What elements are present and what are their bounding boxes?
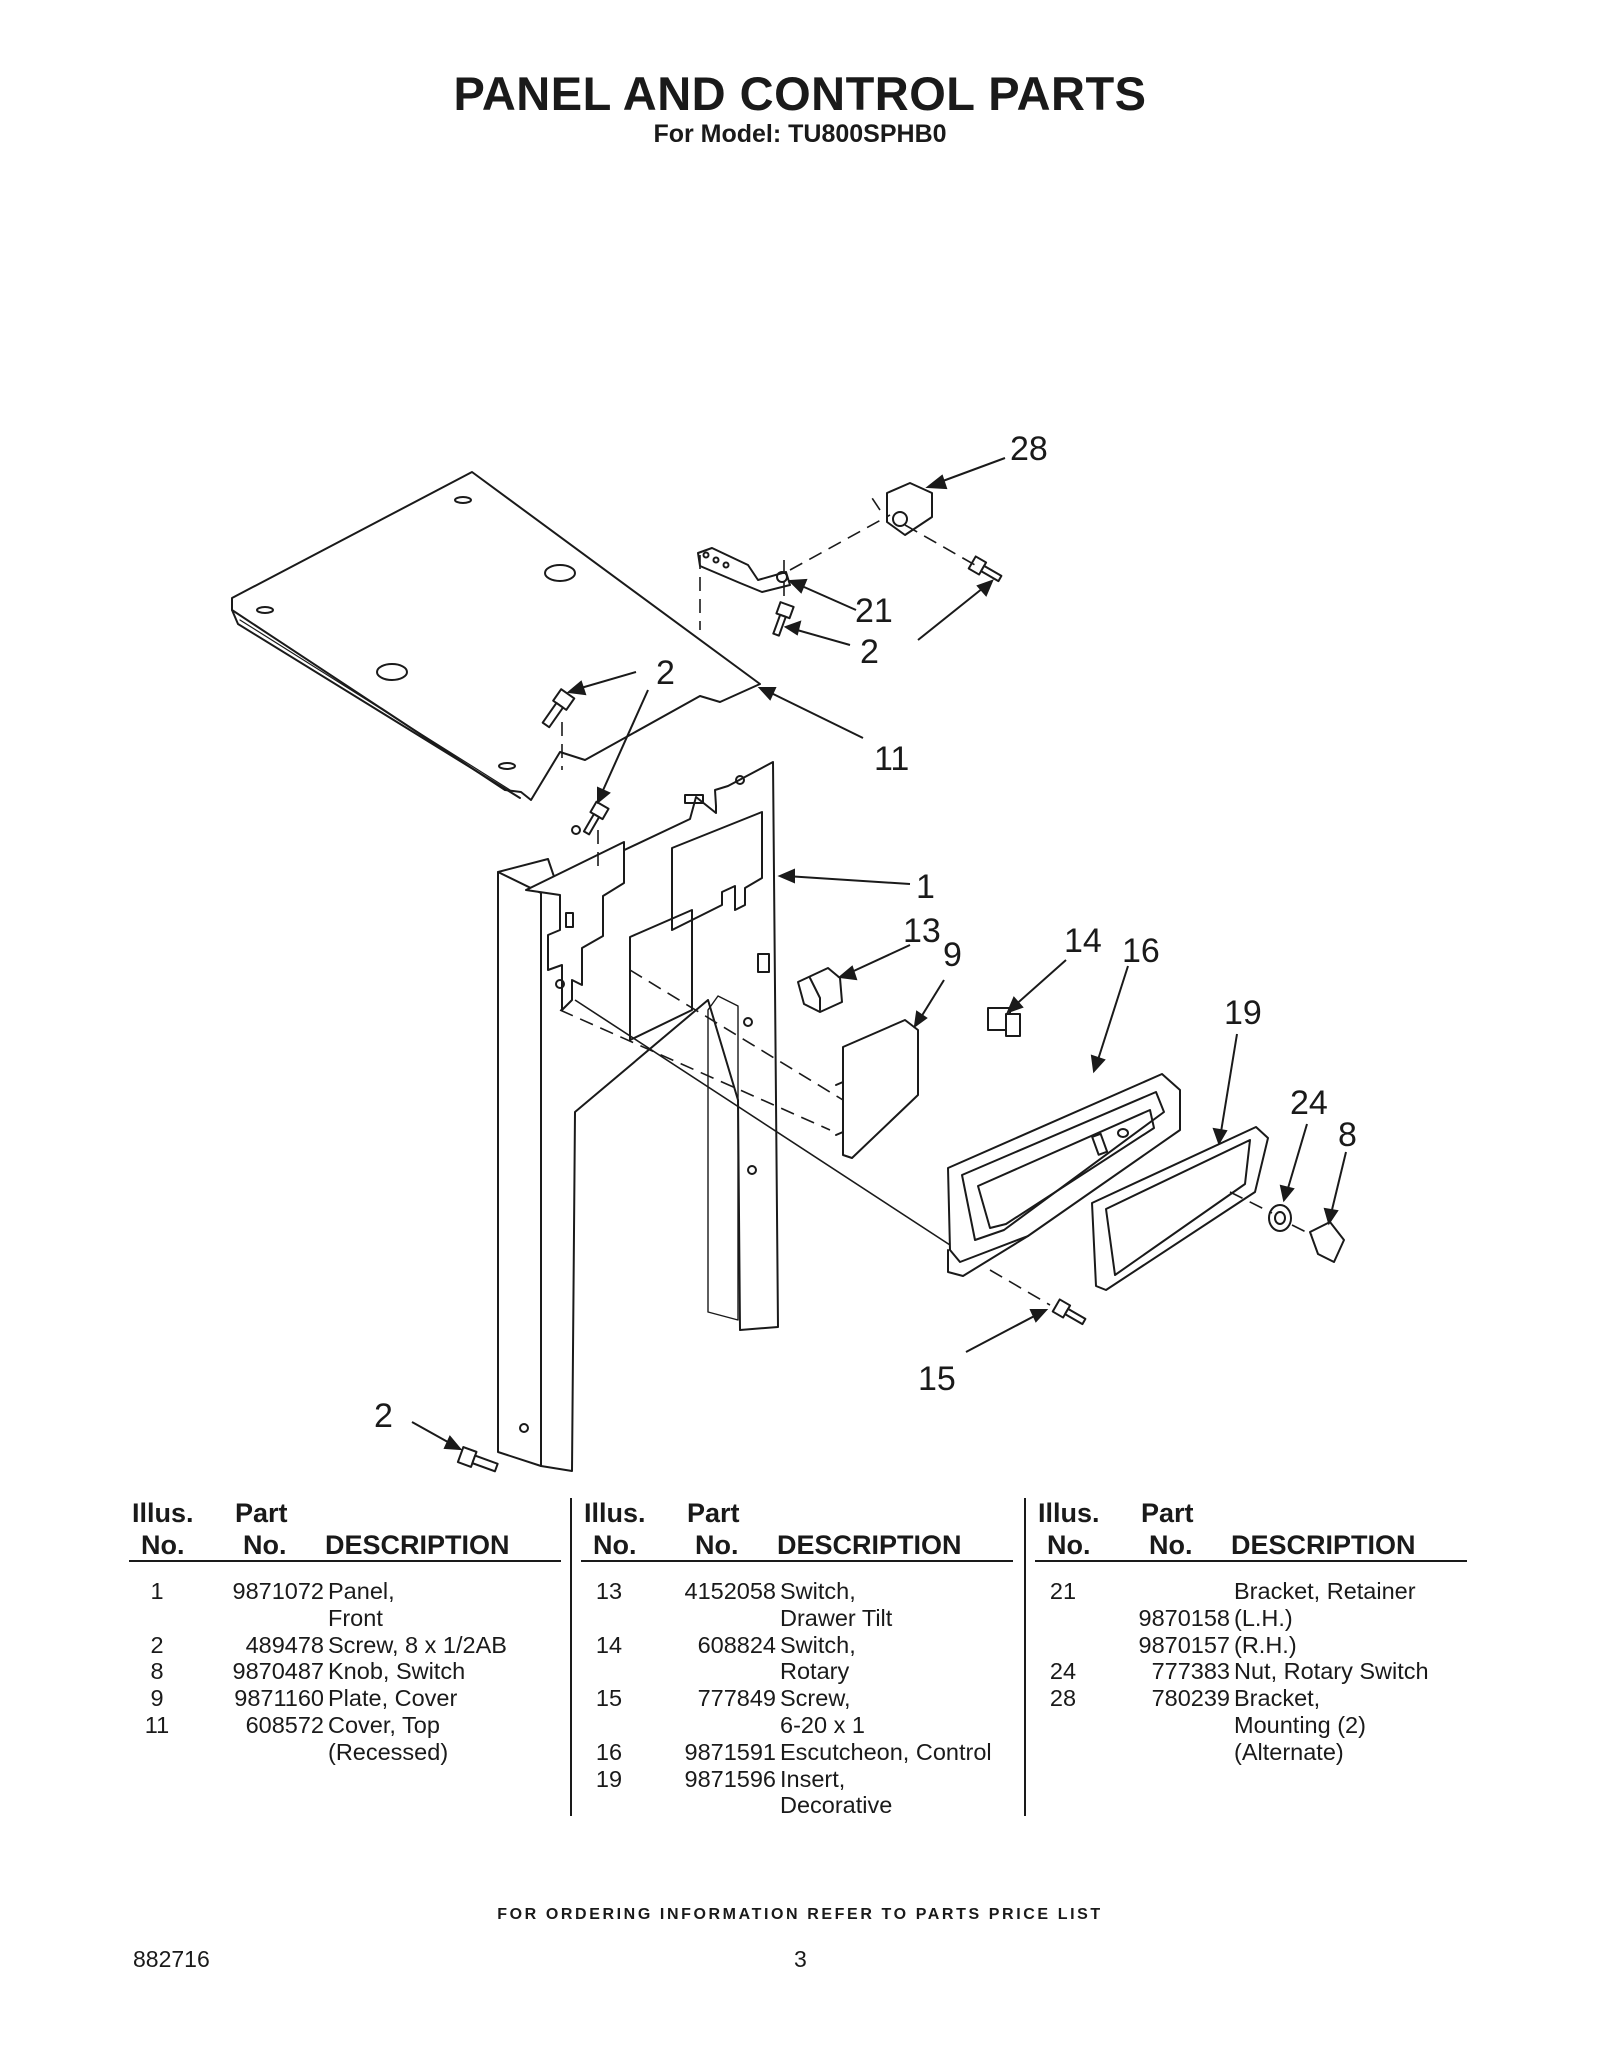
column-header: Illus. No. Part No. DESCRIPTION: [129, 1498, 561, 1562]
illus-header: Illus.: [584, 1498, 646, 1528]
top-cover-part: [231, 471, 761, 801]
description-header: DESCRIPTION: [777, 1530, 962, 1560]
callout-19: 19: [1224, 994, 1262, 1032]
model-subtitle: For Model: TU800SPHB0: [653, 120, 947, 148]
decorative-insert-part: [1091, 1126, 1269, 1291]
callout-2: 2: [374, 1397, 393, 1435]
part-header: No.: [1149, 1530, 1193, 1560]
part-header: Part: [687, 1498, 740, 1528]
page-number: 3: [794, 1946, 807, 1972]
table-row: Decorative: [780, 1792, 893, 1819]
rotary-switch-part: [987, 1007, 1021, 1037]
illus-header: Illus.: [1038, 1498, 1100, 1528]
table-row: 9870158(L.H.): [1138, 1604, 1293, 1631]
nut-and-knob-parts: [1268, 1204, 1345, 1263]
column-header: Illus. No. Part No. DESCRIPTION: [1035, 1498, 1467, 1562]
ordering-note: FOR ORDERING INFORMATION REFER TO PARTS …: [497, 1906, 1103, 1923]
callout-1: 1: [916, 868, 935, 906]
callout-21: 21: [855, 592, 893, 630]
column-divider: [1024, 1498, 1026, 1816]
escutcheon-part: [947, 1073, 1181, 1277]
callout-2: 2: [656, 654, 675, 692]
screws: [456, 555, 1087, 1473]
table-row: Mounting (2): [1234, 1711, 1366, 1738]
table-row: Drawer Tilt: [780, 1604, 893, 1631]
illus-header: No.: [593, 1530, 637, 1560]
illus-header: No.: [141, 1530, 185, 1560]
callout-2: 2: [860, 633, 879, 671]
callout-9: 9: [943, 936, 962, 974]
table-row: Front: [328, 1604, 383, 1631]
column-header: Illus. No. Part No. DESCRIPTION: [581, 1498, 1013, 1562]
cover-plate-part: [835, 1019, 919, 1159]
callout-14: 14: [1064, 922, 1102, 960]
column-divider: [570, 1498, 572, 1816]
callout-13: 13: [903, 912, 941, 950]
callout-labels: 28 21 2 2 11 2 1 13 9 14 16 19 24 8 15 2: [374, 430, 1357, 1435]
callout-11: 11: [874, 740, 909, 778]
drawer-tilt-switch-part: [797, 967, 843, 1013]
page-title: PANEL AND CONTROL PARTS: [453, 67, 1147, 120]
illus-header: Illus.: [132, 1498, 194, 1528]
callout-15: 15: [918, 1360, 956, 1398]
callout-28: 28: [1010, 430, 1048, 468]
illus-header: No.: [1047, 1530, 1091, 1560]
document-number: 882716: [133, 1946, 210, 1972]
bracket-retainer-part: [697, 547, 791, 593]
callout-24: 24: [1290, 1084, 1328, 1122]
table-row: (Alternate): [1234, 1738, 1344, 1765]
part-header: Part: [1141, 1498, 1194, 1528]
exploded-parts-diagram: 28 21 2 2 11 2 1 13 9 14 16 19 24 8 15 2: [231, 430, 1357, 1473]
table-row: Rotary: [780, 1658, 850, 1685]
part-header: No.: [695, 1530, 739, 1560]
front-panel-part: [497, 761, 779, 1472]
description-header: DESCRIPTION: [1231, 1530, 1416, 1560]
table-row: (Recessed): [328, 1738, 449, 1765]
callout-8: 8: [1338, 1116, 1357, 1154]
table-row: 9870157(R.H.): [1138, 1631, 1297, 1658]
mounting-bracket-part: [886, 482, 933, 536]
description-header: DESCRIPTION: [325, 1530, 510, 1560]
callout-16: 16: [1122, 932, 1160, 970]
part-header: Part: [235, 1498, 288, 1528]
table-row: 6-20 x 1: [780, 1711, 865, 1738]
part-header: No.: [243, 1530, 287, 1560]
